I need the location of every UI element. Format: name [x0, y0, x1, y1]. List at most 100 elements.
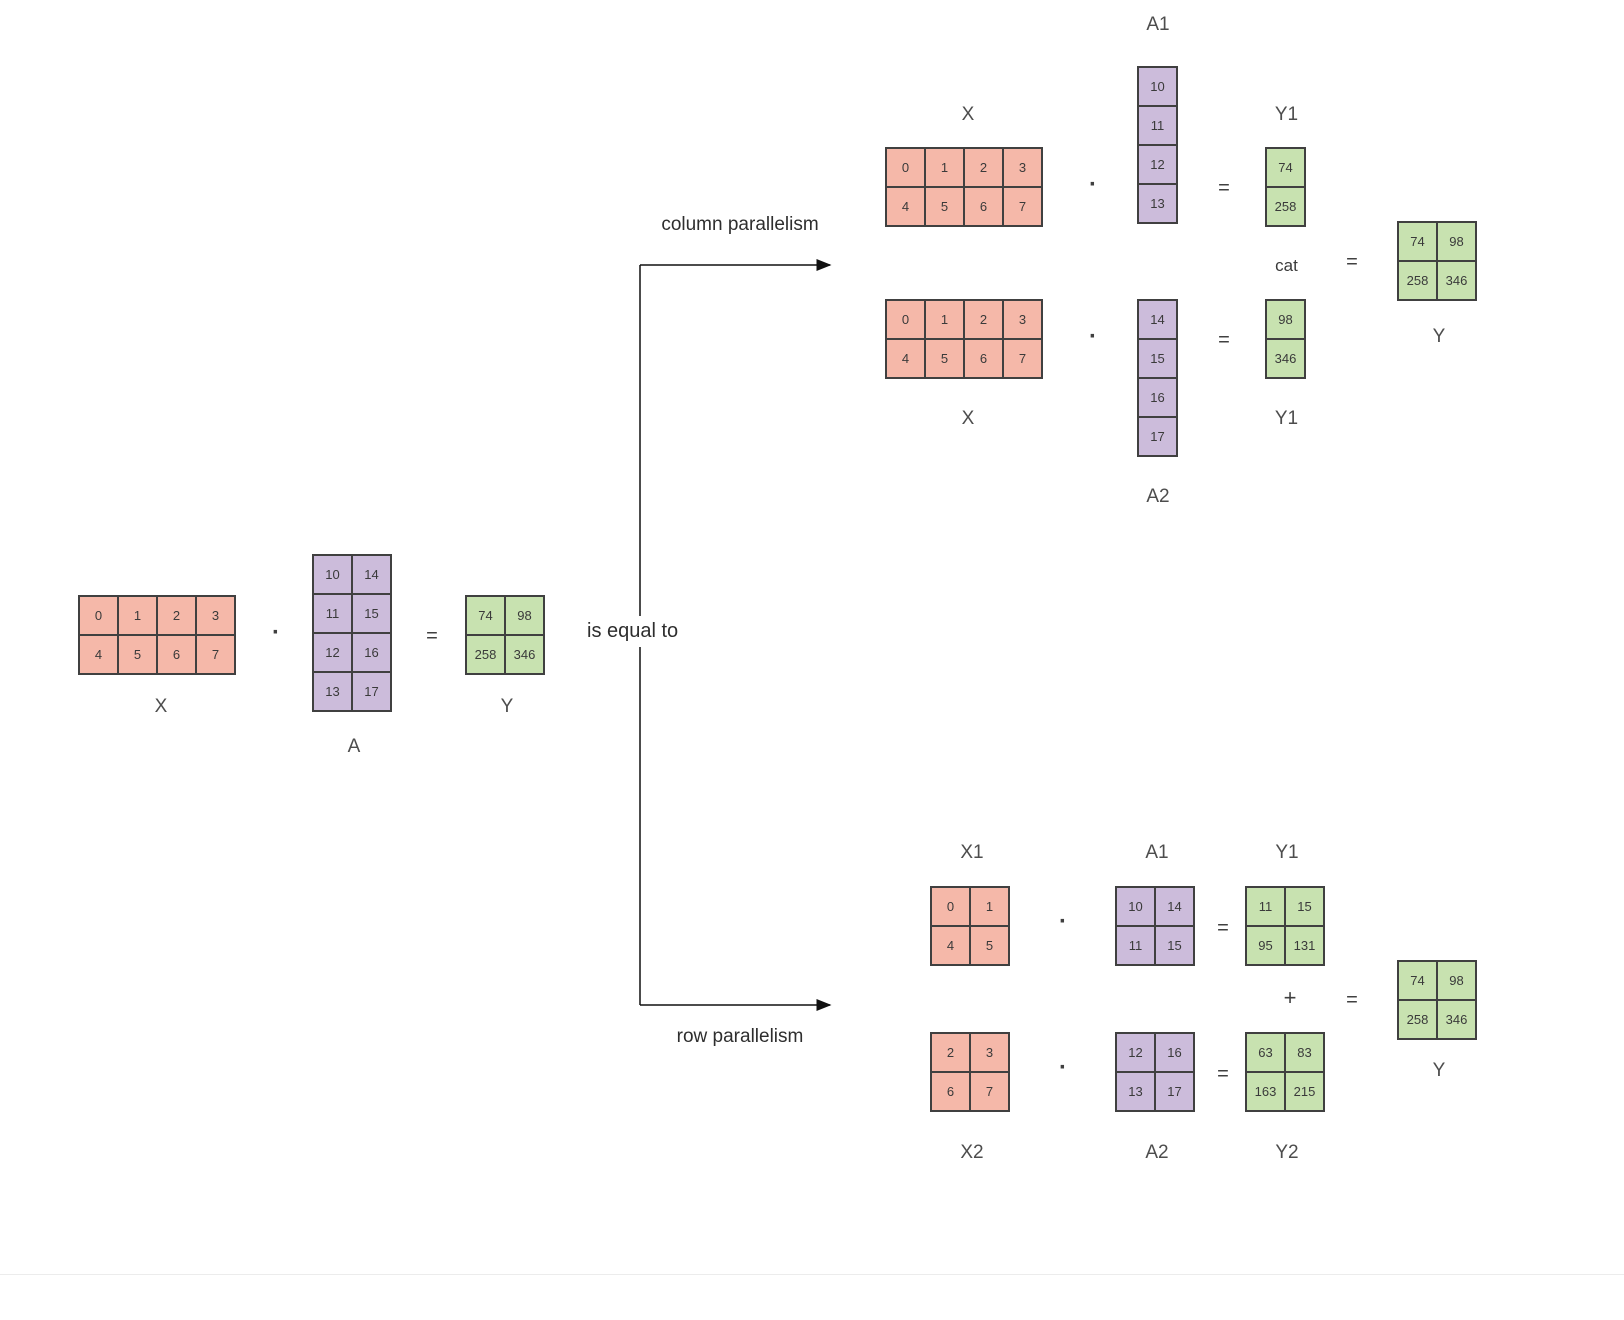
- matrix-cell: 2: [158, 597, 197, 636]
- matrix-row: 10: [1139, 68, 1178, 107]
- matrix-cell: 15: [353, 595, 392, 634]
- matrix-row: 17: [1139, 418, 1178, 457]
- matrix-cell: 95: [1247, 927, 1286, 966]
- matrix-cell: 5: [119, 636, 158, 675]
- equals-sign: =: [1217, 917, 1229, 939]
- matrix-cell: 4: [887, 188, 926, 227]
- dot-operator: ·: [1059, 1054, 1067, 1081]
- matrix-cell: 13: [1117, 1073, 1156, 1112]
- matrix-cell: 11: [1139, 107, 1178, 146]
- dot-operator: ·: [1059, 908, 1067, 935]
- matrix-cell: 2: [965, 301, 1004, 340]
- matrix-row: 258: [1267, 188, 1306, 227]
- matrix-cell: 17: [353, 673, 392, 712]
- dot-operator: ·: [1089, 171, 1097, 198]
- matrix-cell: 3: [1004, 301, 1043, 340]
- dot-operator: ·: [272, 619, 280, 646]
- matrix-cell: 4: [887, 340, 926, 379]
- equals-sign: =: [1218, 329, 1230, 351]
- matrix-cell: 14: [353, 556, 392, 595]
- column-parallelism-label: column parallelism: [661, 214, 819, 235]
- matrix-cell: 17: [1139, 418, 1178, 457]
- colpar-y1-bottom-label: Y1: [1274, 408, 1299, 429]
- matrix-cell: 98: [1267, 301, 1306, 340]
- matrix-row: 11: [1139, 107, 1178, 146]
- matrix-cell: 1: [119, 597, 158, 636]
- matrix-cell: 74: [1399, 962, 1438, 1001]
- matrix-cell: 0: [80, 597, 119, 636]
- matrix-cell: 6: [932, 1073, 971, 1112]
- is-equal-to-label: is equal to: [577, 616, 689, 647]
- matrix-cell: 7: [1004, 340, 1043, 379]
- matrix-cell: 16: [1156, 1034, 1195, 1073]
- base-a-label: A: [347, 736, 361, 757]
- matrix-cell: 346: [1267, 340, 1306, 379]
- matrix-cell: 11: [1247, 888, 1286, 927]
- row-parallelism-label: row parallelism: [676, 1026, 804, 1047]
- matrix-cell: 17: [1156, 1073, 1195, 1112]
- matrix-row: 74: [1267, 149, 1306, 188]
- colpar-a2-label: A2: [1146, 486, 1170, 507]
- matrix-cell: 6: [158, 636, 197, 675]
- matrix-cell: 0: [887, 301, 926, 340]
- matrix-cell: 10: [314, 556, 353, 595]
- matrix-row: 13: [1139, 185, 1178, 224]
- equals-sign: =: [426, 625, 438, 647]
- matrix-cell: 10: [1117, 888, 1156, 927]
- matrix-cell: 0: [887, 149, 926, 188]
- rowpar-a1-label: A1: [1145, 842, 1169, 863]
- matrix-cell: 346: [506, 636, 545, 675]
- matrix-cell: 258: [1399, 1001, 1438, 1040]
- matrix-row: 98: [1267, 301, 1306, 340]
- matrix-cell: 7: [1004, 188, 1043, 227]
- matrix-cell: 15: [1139, 340, 1178, 379]
- matrix-cell: 3: [197, 597, 236, 636]
- colpar-x-top-label: X: [961, 104, 975, 125]
- matrix-cell: 12: [1139, 146, 1178, 185]
- matrix-cell: 15: [1286, 888, 1325, 927]
- matrix-row: 15: [1139, 340, 1178, 379]
- rowpar-x1-label: X1: [960, 842, 984, 863]
- matrix-cell: 16: [353, 634, 392, 673]
- matrix-cell: 346: [1438, 262, 1477, 301]
- matrix-cell: 12: [1117, 1034, 1156, 1073]
- equals-sign: =: [1218, 177, 1230, 199]
- matrix-cell: 7: [197, 636, 236, 675]
- matrix-cell: 74: [1399, 223, 1438, 262]
- matrix-cell: 5: [926, 340, 965, 379]
- matrix-cell: 98: [1438, 223, 1477, 262]
- matrix-cell: 258: [467, 636, 506, 675]
- matrix-cell: 131: [1286, 927, 1325, 966]
- matrix-cell: 83: [1286, 1034, 1325, 1073]
- matrix-cell: 3: [971, 1034, 1010, 1073]
- matrix-cell: 0: [932, 888, 971, 927]
- matrix-cell: 215: [1286, 1073, 1325, 1112]
